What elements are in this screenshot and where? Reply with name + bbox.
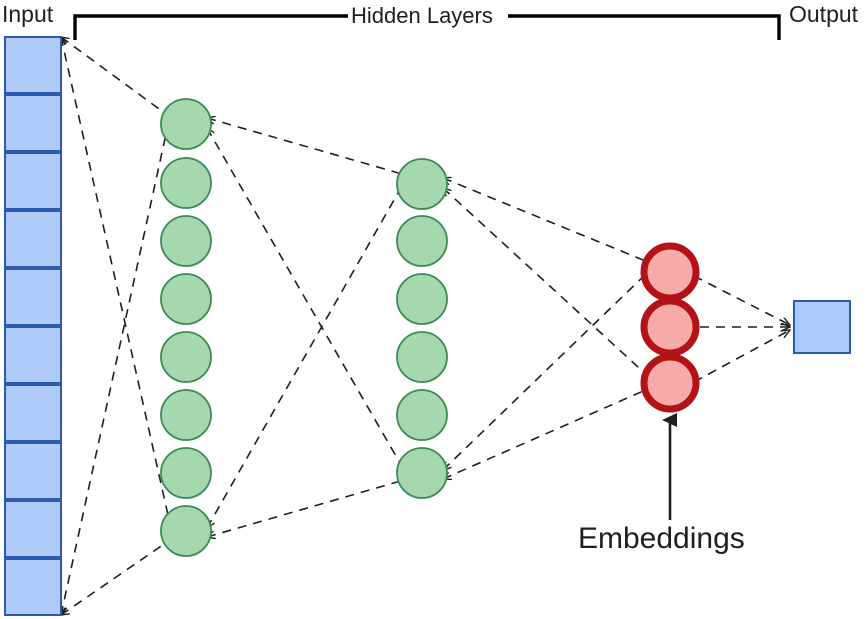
embedding-node [640,353,700,413]
connection-line [207,118,403,175]
connection-line [61,37,171,525]
connection-line [693,330,790,383]
connection-line [693,275,790,325]
input-node [4,210,62,268]
connections-embeddings-to-output [693,275,790,383]
input-node [4,500,62,558]
embeddings-layer [640,242,700,413]
hidden-node [160,157,212,209]
hidden-node [160,98,212,150]
connection-line [61,539,171,615]
input-node [4,558,62,616]
hidden-layer-2 [396,158,448,499]
embedding-node [640,297,700,357]
connections-input-to-hidden1 [61,37,171,615]
input-node [4,36,62,94]
embedding-node [640,242,700,302]
connection-line [207,185,403,528]
input-label: Input [2,1,54,27]
input-layer [4,36,62,616]
hidden-node [396,389,448,441]
embeddings-label: Embeddings [578,522,745,555]
hidden-layers-bracket [73,14,781,40]
connection-line [61,37,167,115]
hidden-node [160,447,212,499]
input-node [4,384,62,442]
input-node [4,442,62,500]
connection-line [443,387,651,479]
input-node [4,268,62,326]
hidden-node [396,273,448,325]
input-node [4,326,62,384]
hidden-node [160,389,212,441]
output-label: Output [789,1,859,27]
hidden-node [396,158,448,210]
hidden-node [160,273,212,325]
hidden-node [160,331,212,383]
output-node [793,300,851,354]
hidden-node [160,505,212,557]
hidden-layer-1 [160,98,212,557]
connections-hidden2-to-embeddings [443,178,651,479]
connection-line [61,133,167,615]
input-node [4,152,62,210]
connection-line [443,188,651,379]
hidden-node [396,447,448,499]
hidden-node [396,215,448,267]
connections-hidden1-to-hidden2 [207,118,405,537]
connection-line [207,479,405,537]
hidden-node [396,331,448,383]
connection-line [443,178,649,263]
output-layer [793,300,851,354]
connection-line [443,271,649,470]
input-node [4,94,62,152]
hidden-layers-label: Hidden Layers [348,5,496,27]
connection-line [207,128,405,471]
hidden-node [160,215,212,267]
